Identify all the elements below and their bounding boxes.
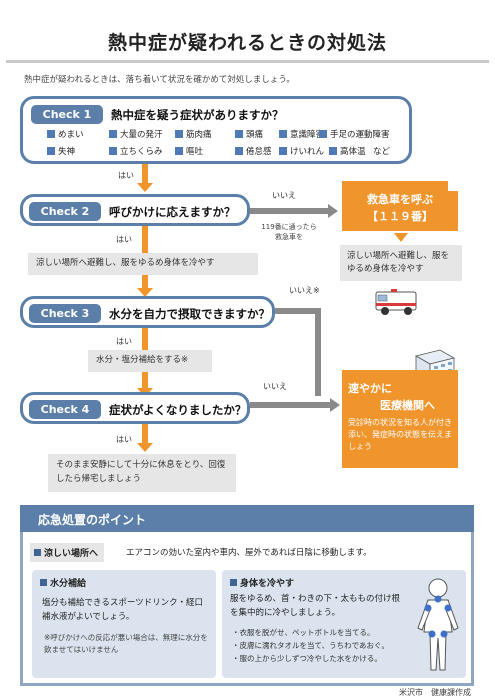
square-icon [230, 579, 237, 586]
cool-place-row: 涼しい場所へ エアコンの効いた室内や車内、屋外であれば日陰に移動します。 [30, 542, 464, 562]
flow-arrowhead-yes-1 [137, 183, 153, 192]
water-label: 水分補給 [40, 576, 86, 589]
call-note: 119番に通ったら救急車を [261, 223, 317, 241]
action-cool: 涼しい場所へ避難し、服をゆるめ身体を冷やす [28, 253, 258, 275]
flow-arrowhead-no-2 [328, 204, 338, 218]
symptom-item: 立ちくらみ [109, 145, 163, 157]
check3-box: Check 3 水分を自力で摂取できますか？ [20, 296, 275, 328]
cool-body-item: ・衣服を脱がせ、ペットボトルを当てる。 [232, 628, 375, 637]
water-text: 塩分も補給できるスポーツドリンク・経口補水液がよいでしょう。 [42, 598, 203, 622]
flow-arrow-yes-1 [142, 164, 148, 184]
check2-box: Check 2 呼びかけに応えますか？ [20, 194, 250, 226]
footer-credit: 米沢市 健康課作成 [399, 688, 471, 697]
cool-body-panel: 身体を冷やす 服をゆるめ、首・わきの下・太ももの付け根を集中的に冷やしましょう。… [222, 570, 466, 678]
body-cooling-illustration [417, 578, 459, 671]
action-water: 水分・塩分補給をする※ [88, 350, 212, 372]
symptom-item: 意識障害 [279, 128, 324, 140]
hospital-box: 速やかに 医療機関へ 受診時の状況を知る人が付き添い、発症時の状態を伝えましょう [342, 370, 458, 468]
flow-line-no-2 [250, 208, 330, 214]
cool-body-list: ・衣服を脱がせ、ペットボトルを当てる。 ・皮膚に濡れタオルを当て、うちわであおぐ… [232, 626, 408, 665]
symptom-item: 嘔吐 [175, 145, 203, 157]
cool-place-label: 涼しい場所へ [30, 543, 105, 562]
check2-question: 呼びかけに応えますか？ [109, 205, 236, 219]
cool-place-label-text: 涼しい場所へ [44, 549, 99, 559]
yes-label-3: はい [116, 337, 132, 346]
water-panel: 水分補給 塩分も補給できるスポーツドリンク・経口補水液がよいでしょう。 ※呼びか… [32, 570, 216, 678]
hospital-title-2: 医療機関へ [380, 399, 435, 412]
intro-text: 熱中症が疑われるときは、落ち着いて状況を確かめて対処しましょう。 [24, 75, 295, 85]
symptom-item: 倦怠感 [235, 145, 272, 157]
check3-badge: Check 3 [29, 304, 101, 323]
symptom-item: 頭痛 [235, 128, 263, 140]
ambulance-box-notch [448, 181, 458, 191]
cool-place-text: エアコンの効いた室内や車内、屋外であれば日陰に移動します。 [126, 548, 372, 558]
cool-body-item: ・服の上から少しずつ冷やした水をかける。 [232, 654, 382, 663]
symptom-item: けいれん [279, 145, 324, 157]
water-note: ※呼びかけへの反応が悪い場合は、無理に水分を飲ませてはいけません [44, 633, 208, 654]
check4-box: Check 4 症状がよくなりましたか？ [20, 392, 250, 424]
check4-question: 症状がよくなりましたか？ [109, 403, 247, 417]
flow-arrowhead-yes-4 [137, 443, 153, 452]
check1-badge: Check 1 [31, 105, 103, 124]
ambulance-title: 救急車を呼ぶ [367, 193, 433, 206]
flow-line-no-4 [250, 402, 332, 408]
check4-badge: Check 4 [29, 400, 101, 419]
ambulance-action: 涼しい場所へ避難し、服をゆるめ身体を冷やす [340, 245, 462, 281]
title-divider [6, 60, 489, 63]
no-label-2: いいえ [272, 191, 296, 200]
action-rest: そのまま安静にして十分に休息をとり、回復したら帰宅しましょう [48, 454, 236, 492]
symptom-etc: など [373, 147, 391, 157]
check1-box: Check 1 熱中症を疑う症状がありますか？ めまい 大量の発汗 筋肉痛 頭痛… [20, 96, 412, 164]
no-label-3: いいえ※ [289, 286, 320, 295]
ambulance-illustration [375, 289, 417, 315]
flow-arrow-yes-4 [142, 424, 148, 444]
symptom-item: 筋肉痛 [175, 128, 212, 140]
check2-badge: Check 2 [29, 202, 101, 221]
symptom-item: 高体温 [329, 145, 366, 157]
yes-label-1: はい [118, 171, 134, 180]
cool-body-label: 身体を冷やす [230, 576, 294, 589]
ambulance-number: 【１１９番】 [367, 210, 433, 223]
check3-question: 水分を自力で摂取できますか？ [109, 307, 270, 321]
page-title: 熱中症が疑われるときの対処法 [107, 32, 388, 54]
cool-body-text: 服をゆるめ、首・わきの下・太ももの付け根を集中的に冷やしましょう。 [230, 594, 401, 618]
flow-arrowhead-no-4 [330, 398, 340, 412]
cool-body-item: ・皮膚に濡れタオルを当て、うちわであおぐ。 [232, 641, 390, 650]
cool-body-label-text: 身体を冷やす [240, 579, 295, 589]
yes-label-4: はい [116, 435, 132, 444]
hospital-note: 受診時の状況を知る人が付き添い、発症時の状態を伝えましょう [348, 418, 452, 451]
square-icon [34, 549, 41, 556]
no-label-4: いいえ [263, 382, 287, 391]
symptom-item: 手足の運動障害 [319, 128, 390, 140]
flow-arrowhead-yes-2 [137, 288, 153, 297]
water-label-text: 水分補給 [50, 579, 87, 589]
symptom-item: 失神 [47, 145, 75, 157]
ambulance-down-arrow [394, 233, 408, 242]
symptom-item: 大量の発汗 [109, 128, 163, 140]
ambulance-box: 救急車を呼ぶ 【１１９番】 [342, 181, 458, 231]
first-aid-title: 応急処置のポイント [20, 505, 474, 532]
flow-line-no-3-h [275, 308, 321, 314]
flow-line-no-3-v [315, 308, 321, 396]
check1-question: 熱中症を疑う症状がありますか？ [111, 108, 284, 122]
yes-label-2: はい [116, 235, 132, 244]
symptom-item: めまい [47, 128, 84, 140]
hospital-title-1: 速やかに [348, 382, 392, 395]
square-icon [40, 579, 47, 586]
